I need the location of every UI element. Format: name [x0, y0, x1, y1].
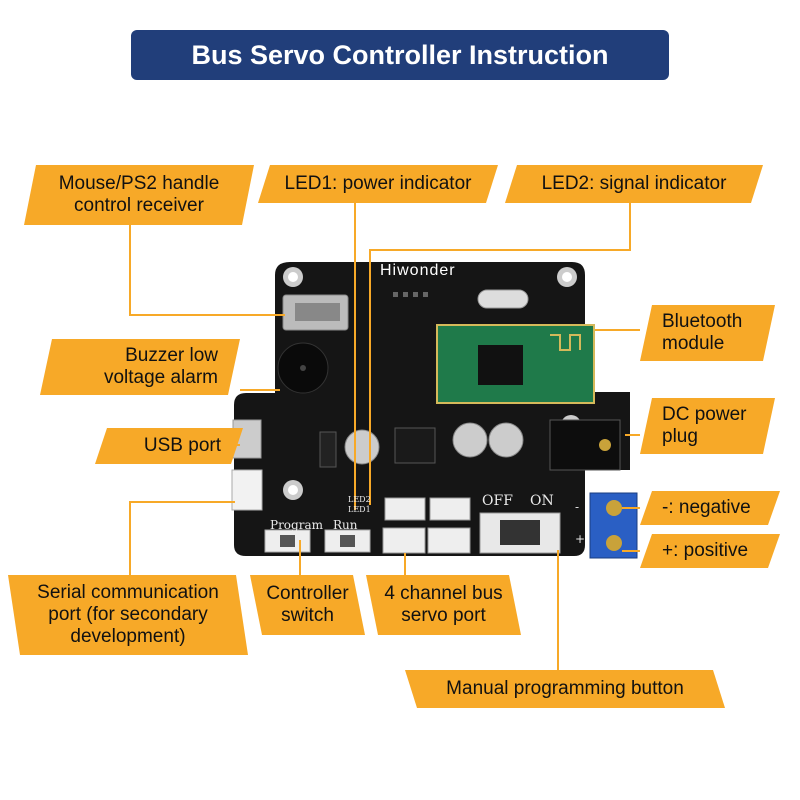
capacitor	[452, 422, 488, 458]
label-led2: LED2: signal indicator	[505, 165, 763, 203]
silk-led1: LED1	[348, 505, 371, 514]
page-title: Bus Servo Controller Instruction	[131, 30, 669, 80]
servo-port	[429, 497, 471, 521]
label-mouse-receiver: Mouse/PS2 handle control receiver	[24, 165, 254, 225]
serial-port	[231, 469, 263, 511]
capacitor	[344, 429, 380, 465]
silk-off: OFF	[482, 493, 513, 509]
label-servo-port: 4 channel bus servo port	[366, 575, 521, 635]
silk-on: ON	[530, 493, 554, 509]
label-positive: +: positive	[640, 534, 780, 568]
label-buzzer: Buzzer low voltage alarm	[40, 339, 240, 395]
label-dc-plug: DC power plug	[640, 398, 775, 454]
servo-port	[384, 497, 426, 521]
servo-port	[427, 527, 471, 554]
crystal	[477, 289, 529, 309]
servo-port	[382, 527, 426, 554]
silk-minus: -	[575, 500, 580, 514]
regulator	[394, 427, 436, 464]
silk-run: Run	[333, 518, 358, 532]
label-manual-programming: Manual programming button	[405, 670, 725, 708]
label-usb-port: USB port	[95, 428, 243, 464]
silk-led2: LED2	[348, 495, 371, 504]
label-bluetooth: Bluetooth module	[640, 305, 775, 361]
capacitor	[488, 422, 524, 458]
label-negative: -: negative	[640, 491, 780, 525]
silk-program: Program	[270, 518, 323, 532]
brand-logo: Hiwonder	[380, 262, 456, 279]
leader-lines	[129, 200, 640, 670]
label-serial-port: Serial communication port (for secondary…	[8, 575, 248, 655]
silk-plus: +	[575, 532, 586, 546]
label-controller-switch: Controller switch	[250, 575, 365, 635]
label-led1: LED1: power indicator	[258, 165, 498, 203]
